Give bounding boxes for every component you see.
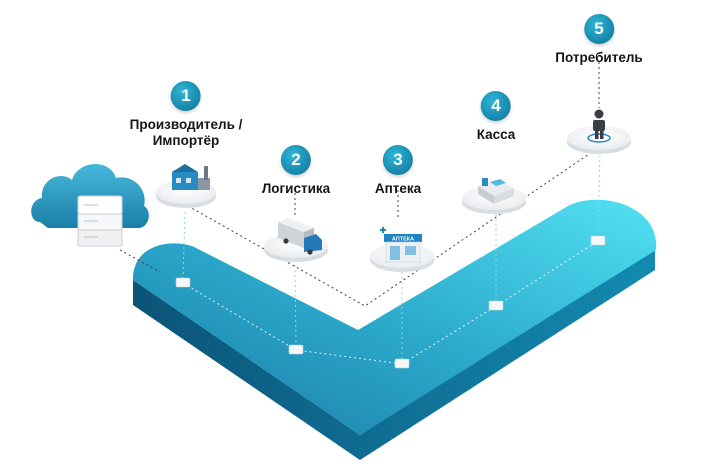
step-label: Логистика	[261, 181, 331, 196]
pharmacy-icon: АПТЕКА	[380, 227, 422, 263]
step-label: Аптека	[374, 181, 422, 196]
disc-2	[264, 218, 328, 262]
node-4	[488, 300, 504, 311]
pharmacy-sign: АПТЕКА	[392, 237, 414, 243]
disc-3: АПТЕКА	[370, 227, 434, 272]
step-3: 3 Аптека	[375, 145, 421, 197]
platform	[132, 199, 657, 460]
platform-nodes	[175, 235, 606, 369]
disc-1	[156, 164, 216, 208]
person-icon	[593, 109, 605, 139]
step-number-badge: 1	[170, 81, 201, 111]
step-number-badge: 3	[382, 145, 413, 175]
leader-lines	[294, 62, 600, 218]
node-5	[590, 235, 606, 246]
cloud-server-icon	[31, 163, 149, 247]
platform-top	[132, 199, 657, 435]
step-label: Производитель / Импортёр	[129, 117, 243, 148]
step-number-badge: 5	[584, 14, 614, 44]
step-5: 5 Потребитель	[555, 14, 643, 66]
node-2	[288, 344, 304, 355]
step-1: 1 Производитель / Импортёр	[129, 81, 243, 149]
step-number-badge: 4	[480, 91, 511, 121]
node-1	[175, 277, 191, 288]
truck-icon	[278, 218, 322, 255]
disc-5	[567, 109, 631, 154]
disc-4	[462, 178, 526, 214]
drop-lines	[182, 149, 601, 360]
cash-register-icon	[478, 178, 514, 204]
factory-icon	[172, 164, 210, 190]
node-3	[394, 358, 410, 369]
platform-side	[133, 245, 655, 460]
step-label: Касса	[476, 127, 516, 142]
step-4: 4 Касса	[476, 91, 516, 143]
step-2: 2 Логистика	[262, 145, 330, 197]
step-label: Потребитель	[555, 50, 643, 65]
step-number-badge: 2	[280, 145, 311, 175]
